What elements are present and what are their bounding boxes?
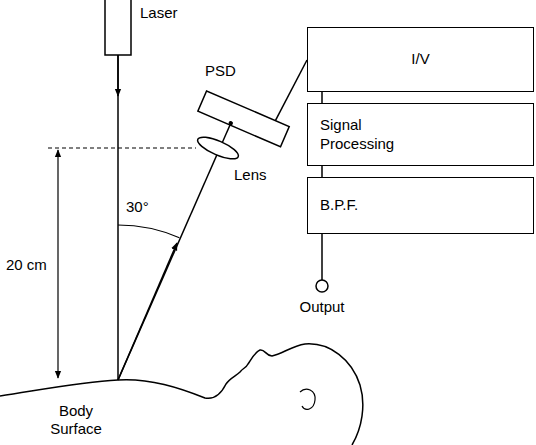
lens-shape [195, 133, 241, 163]
reflected-beam [118, 125, 230, 380]
processing-box: Signal Processing [307, 103, 534, 166]
box-label: B.P.F. [320, 196, 521, 215]
body-profile [0, 344, 363, 445]
incident-beam [117, 55, 119, 380]
reflected-arrow [118, 243, 177, 380]
reference-line [48, 147, 196, 148]
surface-label: Body Surface [40, 402, 112, 438]
box-label: Signal Processing [320, 116, 420, 154]
angle-label: 30° [126, 198, 149, 216]
dimension-line [57, 150, 58, 378]
psd-wire [275, 60, 307, 121]
output-terminal [316, 280, 328, 292]
spot [228, 120, 234, 126]
signal-line [321, 166, 323, 177]
beam-arrow [117, 55, 119, 96]
component-label: PSD [205, 62, 236, 80]
component-label: Lens [234, 166, 267, 184]
component-label: Laser [140, 4, 178, 22]
converter-box: I/V [307, 27, 534, 92]
terminal-label: Output [299, 298, 344, 316]
filter-box: B.P.F. [307, 177, 534, 234]
angle-arc [118, 225, 179, 238]
output-wire [321, 234, 323, 280]
box-label: I/V [320, 50, 521, 69]
ear [300, 389, 315, 409]
laser-tube [105, 0, 131, 55]
signal-line [321, 92, 323, 103]
dimension-label: 20 cm [6, 256, 47, 274]
